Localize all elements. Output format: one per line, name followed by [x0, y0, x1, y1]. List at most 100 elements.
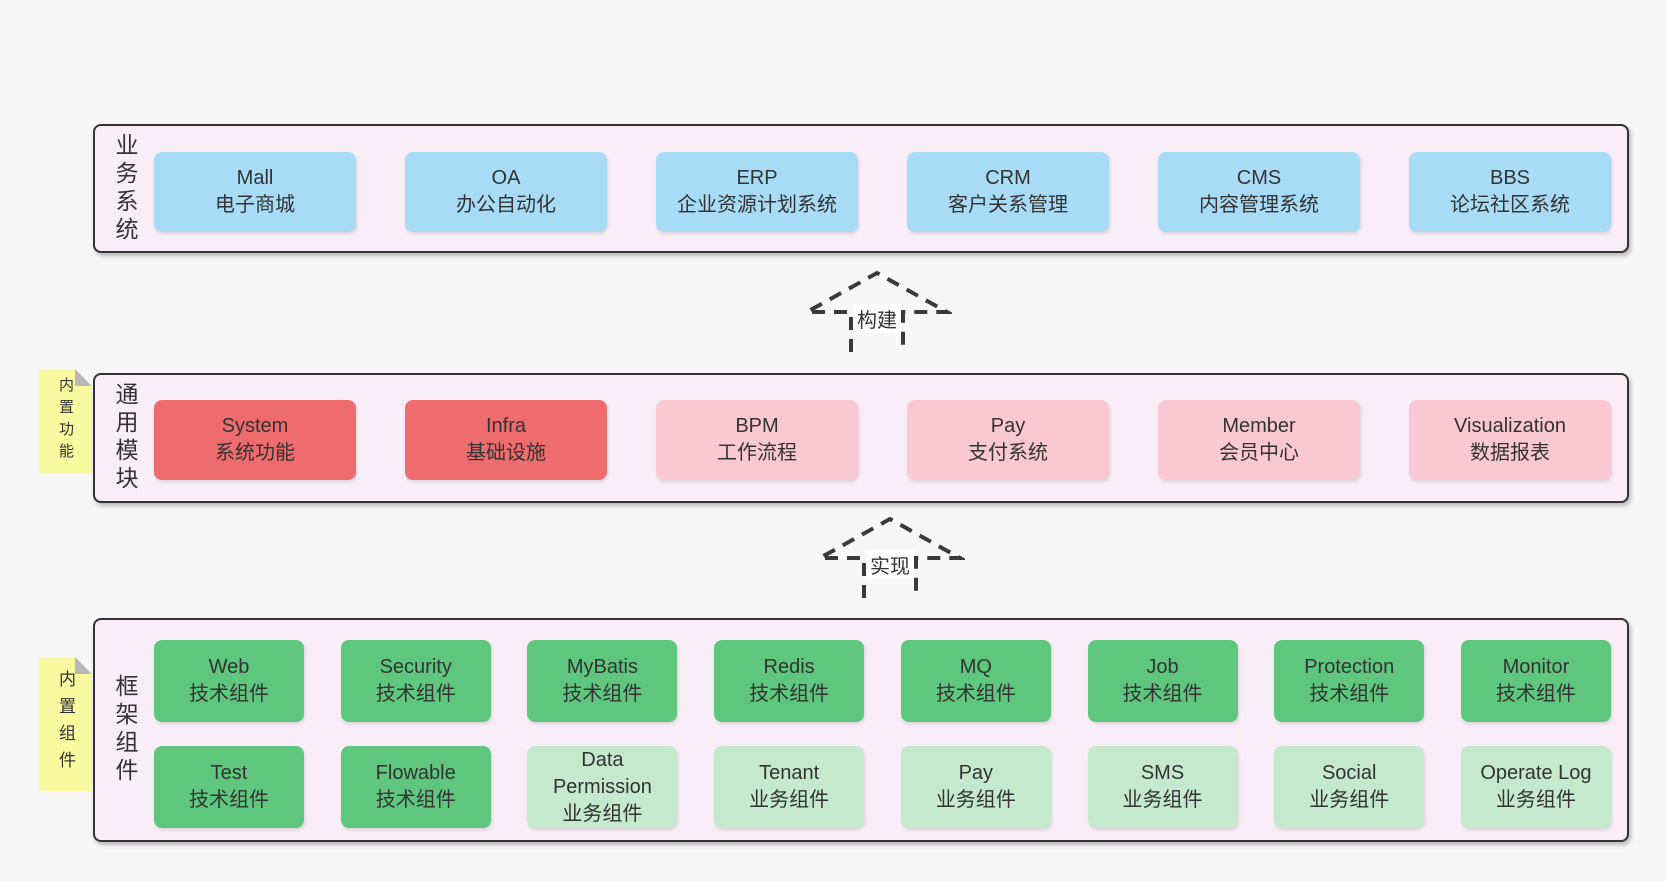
build-arrow-label: 构建 [853, 304, 901, 333]
framework-row-2: Test 技术组件 Flowable 技术组件 Data Permission … [154, 746, 1611, 828]
box-title: Tenant [759, 762, 820, 784]
up-arrow-icon [802, 270, 952, 352]
box-title: Security [379, 656, 452, 678]
business-systems-row: Mall 电子商城 OA 办公自动化 ERP 企业资源计划系统 CRM 客户关系… [154, 152, 1611, 232]
box-title: ERP [736, 167, 778, 189]
box-infra: Infra 基础设施 [405, 400, 607, 480]
box-subtitle: 技术组件 [935, 683, 1016, 705]
box-data-permission: Data Permission 业务组件 [527, 746, 678, 828]
box-subtitle: 内容管理系统 [1199, 194, 1319, 216]
box-subtitle: 技术组件 [749, 683, 830, 705]
box-subtitle: 业务组件 [1122, 789, 1203, 811]
box-web: Web 技术组件 [154, 640, 304, 722]
box-security: Security 技术组件 [340, 640, 491, 722]
box-bpm: BPM 工作流程 [656, 400, 858, 480]
box-test: Test 技术组件 [154, 746, 304, 828]
box-title: Data Permission [552, 748, 652, 798]
box-title: Protection [1304, 656, 1395, 678]
box-title: System [221, 415, 289, 437]
box-subtitle: 技术组件 [1309, 683, 1390, 705]
box-subtitle: 系统功能 [215, 442, 295, 464]
box-subtitle: 基础设施 [466, 442, 546, 464]
box-title: CMS [1236, 167, 1282, 189]
box-subtitle: 办公自动化 [456, 194, 556, 216]
common-modules-label: 通用模块 [112, 382, 138, 494]
box-title: Flowable [375, 762, 456, 784]
box-title: Test [210, 762, 248, 784]
box-subtitle: 电子商城 [215, 194, 295, 216]
box-sms: SMS 业务组件 [1087, 746, 1238, 828]
implement-arrow: 实现 [815, 514, 965, 600]
up-arrow-icon [815, 516, 965, 598]
box-redis: Redis 技术组件 [714, 640, 865, 722]
box-subtitle: 技术组件 [189, 683, 269, 705]
build-arrow: 构建 [802, 268, 952, 354]
box-mq: MQ 技术组件 [900, 640, 1051, 722]
built-in-components-note: 内置组件 [39, 657, 92, 791]
box-crm: CRM 客户关系管理 [907, 152, 1109, 232]
box-subtitle: 业务组件 [1309, 789, 1390, 811]
box-title: Infra [485, 415, 527, 437]
box-title: Redis [763, 656, 815, 678]
box-title: OA [491, 167, 521, 189]
box-visualization: Visualization 数据报表 [1409, 400, 1611, 480]
box-subtitle: 会员中心 [1219, 442, 1299, 464]
built-in-features-note: 内置功能 [39, 369, 92, 473]
box-mall: Mall 电子商城 [154, 152, 356, 232]
box-monitor: Monitor 技术组件 [1460, 640, 1611, 722]
box-title: Pay [990, 415, 1026, 437]
box-title: Monitor [1502, 656, 1570, 678]
box-social: Social 业务组件 [1274, 746, 1425, 828]
box-bbs: BBS 论坛社区系统 [1409, 152, 1611, 232]
box-flowable: Flowable 技术组件 [340, 746, 491, 828]
box-subtitle: 论坛社区系统 [1450, 194, 1570, 216]
box-title: Pay [958, 762, 994, 784]
box-title: SMS [1140, 762, 1185, 784]
framework-row-1: Web 技术组件 Security 技术组件 MyBatis 技术组件 Redi… [154, 640, 1611, 722]
box-protection: Protection 技术组件 [1274, 640, 1425, 722]
box-subtitle: 业务组件 [1495, 789, 1576, 811]
box-pay-biz: Pay 业务组件 [900, 746, 1051, 828]
box-title: BPM [735, 415, 779, 437]
box-title: Social [1321, 762, 1377, 784]
box-subtitle: 技术组件 [1122, 683, 1203, 705]
box-subtitle: 技术组件 [1495, 683, 1576, 705]
box-subtitle: 数据报表 [1470, 442, 1550, 464]
box-title: Operate Log [1480, 762, 1592, 784]
box-subtitle: 业务组件 [935, 789, 1016, 811]
box-operate-log: Operate Log 业务组件 [1460, 746, 1611, 828]
box-subtitle: 客户关系管理 [948, 194, 1068, 216]
box-oa: OA 办公自动化 [405, 152, 607, 232]
box-title: Visualization [1454, 415, 1566, 437]
box-subtitle: 支付系统 [968, 442, 1048, 464]
box-member: Member 会员中心 [1158, 400, 1360, 480]
box-title: CRM [985, 167, 1031, 189]
box-subtitle: 企业资源计划系统 [677, 194, 837, 216]
box-title: Mall [236, 167, 274, 189]
box-title: Job [1146, 656, 1179, 678]
implement-arrow-label: 实现 [866, 550, 914, 579]
box-tenant: Tenant 业务组件 [714, 746, 865, 828]
box-mybatis: MyBatis 技术组件 [527, 640, 678, 722]
box-subtitle: 技术组件 [375, 789, 456, 811]
box-pay: Pay 支付系统 [907, 400, 1109, 480]
box-title: Web [208, 656, 250, 678]
framework-components-label: 框架组件 [112, 674, 138, 786]
box-subtitle: 业务组件 [749, 789, 830, 811]
box-title: Member [1222, 415, 1296, 437]
box-subtitle: 工作流程 [717, 442, 797, 464]
box-subtitle: 技术组件 [375, 683, 456, 705]
common-modules-panel: 通用模块 System 系统功能 Infra 基础设施 BPM 工作流程 Pay… [93, 373, 1629, 503]
box-subtitle: 技术组件 [189, 789, 269, 811]
box-title: BBS [1489, 167, 1531, 189]
box-job: Job 技术组件 [1087, 640, 1238, 722]
box-cms: CMS 内容管理系统 [1158, 152, 1360, 232]
box-system: System 系统功能 [154, 400, 356, 480]
box-subtitle: 业务组件 [562, 802, 643, 825]
common-modules-row: System 系统功能 Infra 基础设施 BPM 工作流程 Pay 支付系统… [154, 400, 1611, 480]
box-title: MQ [959, 656, 992, 678]
box-title: MyBatis [566, 656, 638, 678]
framework-components-panel: 框架组件 Web 技术组件 Security 技术组件 MyBatis 技术组件… [93, 618, 1629, 842]
box-subtitle: 技术组件 [562, 683, 643, 705]
